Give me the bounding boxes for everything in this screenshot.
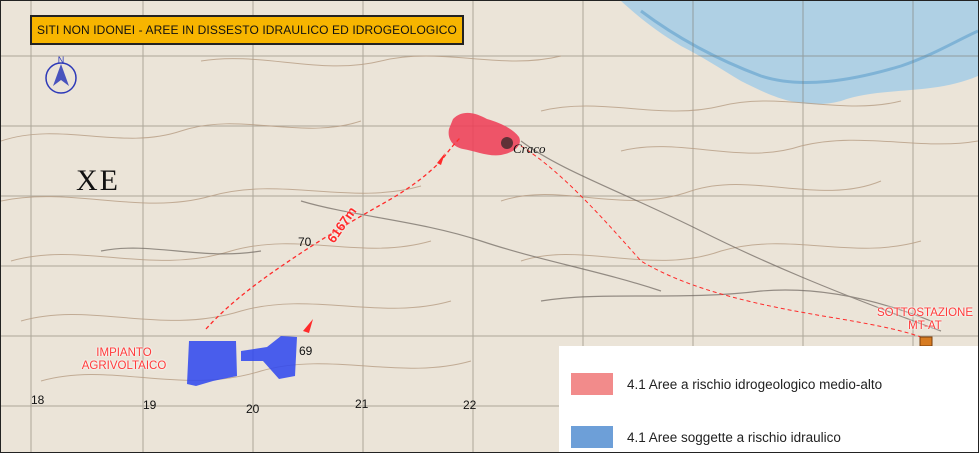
place-craco: Craco	[513, 141, 546, 156]
grid-number-19: 19	[143, 398, 157, 412]
legend-item-hydraulic: 4.1 Aree soggette a rischio idraulico	[571, 426, 841, 448]
compass-rose-icon: N	[45, 56, 77, 94]
legend-swatch-red	[571, 373, 613, 395]
legend-label-hydrogeological: 4.1 Aree a rischio idrogeologico medio-a…	[627, 376, 883, 392]
grid-number-18: 18	[31, 393, 45, 407]
compass-north-letter: N	[58, 56, 65, 65]
hydraulic-zone-east	[241, 336, 297, 379]
grid-number-70: 70	[298, 235, 312, 249]
craco-town	[501, 137, 513, 149]
map-legend: 4.1 Aree a rischio idrogeologico medio-a…	[559, 346, 978, 452]
substation-marker	[919, 336, 933, 347]
cable-route	[205, 136, 462, 330]
legend-label-hydraulic: 4.1 Aree soggette a rischio idraulico	[627, 429, 841, 445]
river	[621, 1, 978, 105]
roads	[100, 140, 942, 332]
impianto-agrivoltaico-label: IMPIANTO AGRIVOLTAICO	[81, 347, 167, 372]
grid-number-69: 69	[299, 344, 313, 358]
map-title: SITI NON IDONEI - AREE IN DISSESTO IDRAU…	[30, 15, 464, 45]
legend-swatch-blue	[571, 426, 613, 448]
sottostazione-label: SOTTOSTAZIONE MT-AT	[876, 307, 974, 332]
legend-item-hydrogeological: 4.1 Aree a rischio idrogeologico medio-a…	[571, 373, 882, 395]
grid-number-21: 21	[355, 397, 369, 411]
grid-number-22: 22	[463, 398, 477, 412]
grid-number-20: 20	[246, 402, 260, 416]
place-xe: XE	[76, 164, 120, 197]
hydraulic-zone-west	[187, 341, 237, 386]
river-channel	[640, 9, 978, 84]
cable-route-east	[520, 145, 927, 340]
route-arrow-north	[437, 153, 445, 165]
route-arrow-south	[303, 319, 313, 333]
contour-lines	[1, 55, 978, 382]
